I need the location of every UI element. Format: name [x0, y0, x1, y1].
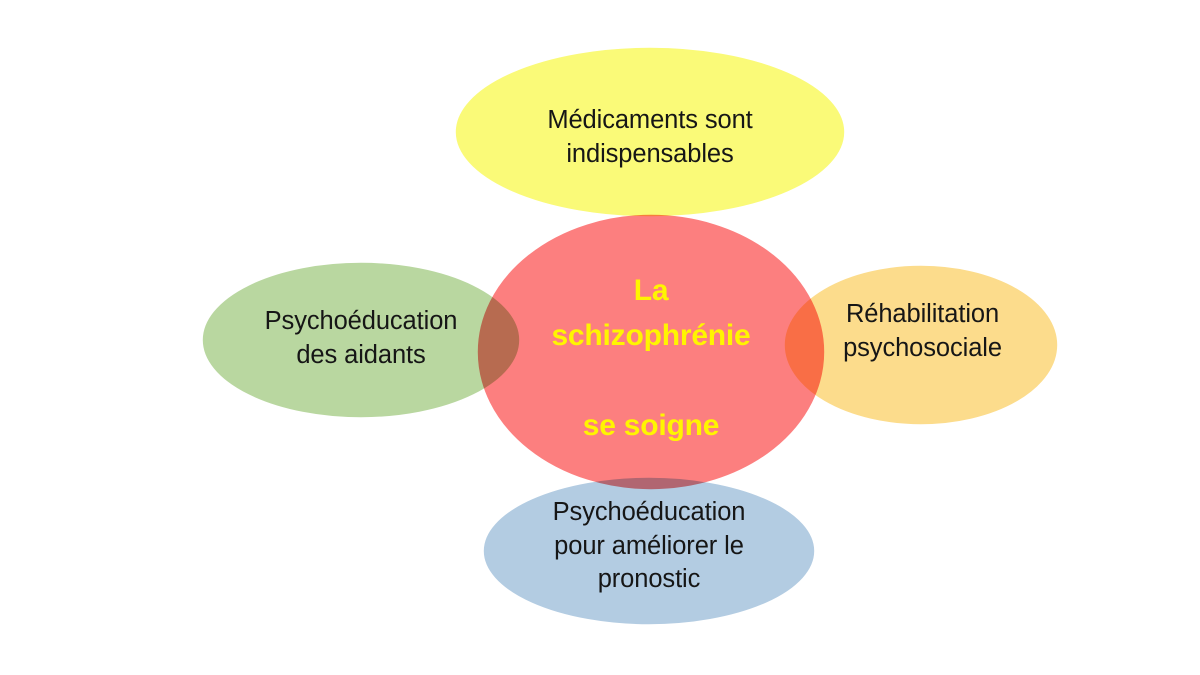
ellipse-group — [201, 46, 1059, 626]
label-right-rehabilitation: Réhabilitation psychosociale — [843, 300, 1002, 362]
label-bottom-psychoeducation-pronostic: Psychoéducation pour améliorer le pronos… — [552, 498, 746, 594]
circle-center-schizophrenie[interactable] — [476, 213, 826, 491]
label-center-schizophrenie-se-soigne: La schizophrénie se soigne — [551, 274, 751, 442]
label-left-psychoeducation-aidants: Psychoéducation des aidants — [264, 307, 458, 369]
label-top-medicaments: Médicaments sont indispensables — [547, 106, 753, 168]
